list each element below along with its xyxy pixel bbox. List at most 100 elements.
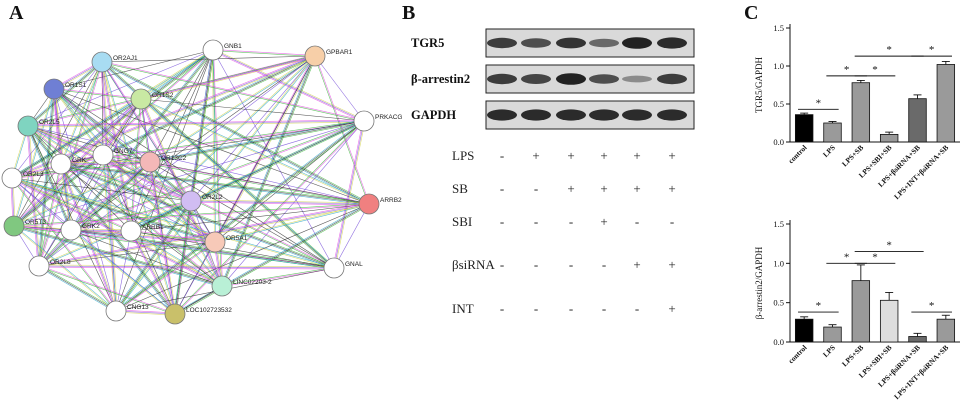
network-edge (173, 49, 213, 314)
network-edge (115, 119, 364, 311)
network-node-circle (50, 153, 72, 175)
blot-band (622, 37, 652, 49)
network-edge (53, 89, 141, 100)
y-axis-title: β-arrestin2/GAPDH (754, 246, 764, 319)
network-edge (13, 225, 223, 287)
network-node-circle (92, 144, 114, 166)
condition-sign: - (534, 301, 538, 316)
significance-star: * (816, 300, 822, 312)
network-edge (12, 99, 142, 180)
network-edge (53, 88, 151, 163)
network-edge (11, 178, 334, 269)
blot-band (521, 74, 551, 84)
network-edge (60, 163, 117, 312)
network-node-circle (211, 275, 233, 297)
network-edge (11, 178, 131, 232)
significance-star: * (929, 44, 935, 56)
network-edge (102, 155, 215, 244)
network-node-circle (304, 45, 326, 67)
network-edge (102, 61, 365, 121)
network-edge (71, 201, 192, 231)
y-tick-label: 1.5 (773, 219, 784, 229)
network-edge (26, 126, 175, 315)
network-edge (54, 87, 192, 201)
network-edge (54, 88, 223, 286)
network-edge (11, 98, 142, 179)
network-edge (12, 177, 117, 311)
network-edge (26, 126, 71, 231)
condition-sign: + (600, 181, 607, 196)
y-tick-label: 1.0 (773, 61, 784, 71)
blot-band (589, 74, 619, 84)
network-edge (27, 125, 370, 205)
network-edge (38, 266, 175, 315)
network-edge (115, 203, 370, 312)
network-edge (38, 265, 335, 269)
network-edge (13, 226, 222, 288)
network-edge (141, 56, 316, 101)
condition-sign: - (534, 214, 538, 229)
condition-sign: - (569, 214, 573, 229)
network-edge (174, 241, 216, 315)
network-edge (150, 161, 223, 286)
network-edge (39, 89, 56, 267)
network-node: LINC02203-2 (211, 275, 272, 297)
condition-label: SB (452, 181, 468, 196)
network-edge (37, 88, 54, 266)
network-edge (70, 200, 191, 230)
network-edge (12, 162, 151, 179)
blot-band (622, 109, 652, 121)
network-edge (70, 229, 335, 269)
network-edge (130, 98, 141, 231)
bar (908, 336, 927, 343)
network-edge (149, 120, 365, 163)
network-edge (27, 49, 214, 127)
bar (936, 318, 956, 343)
condition-sign: - (569, 301, 573, 316)
blot-band (622, 75, 652, 83)
network-edge (27, 125, 117, 312)
network-node-label: LINC02203-2 (233, 279, 272, 286)
network-node: LOC102723532 (164, 303, 232, 325)
network-node-label: OR1S1 (65, 82, 87, 89)
condition-sign: + (633, 148, 640, 163)
network-edge (61, 162, 370, 204)
network-edge (12, 176, 216, 242)
network-edge (115, 241, 215, 311)
condition-sign: - (670, 214, 674, 229)
network-edge (220, 55, 315, 286)
condition-sign: + (532, 148, 539, 163)
significance-star: * (929, 300, 935, 312)
blot-band (521, 38, 551, 48)
network-edge (140, 99, 334, 269)
bar (823, 326, 842, 343)
network-edge (190, 200, 370, 205)
network-edge (130, 203, 370, 232)
network-edge (39, 204, 370, 268)
network-node: OR2L3 (1, 167, 44, 189)
network-node: GRK (50, 153, 87, 175)
condition-sign: - (500, 181, 504, 196)
y-tick-label: 0.0 (773, 337, 784, 347)
network-edge (130, 161, 151, 232)
network-edge (212, 49, 365, 122)
network-edge (131, 230, 223, 286)
network-edge (102, 60, 370, 204)
network-edge (140, 99, 369, 205)
network-node-circle (3, 215, 25, 237)
network-edge (141, 98, 224, 286)
network-edge (332, 120, 364, 268)
network-edge (12, 177, 132, 231)
condition-sign: + (668, 257, 675, 272)
network-edge (116, 201, 193, 312)
significance-star: * (872, 64, 878, 76)
network-node: OR2L2 (180, 190, 223, 212)
blot-band (487, 109, 517, 121)
network-node: OR2L5 (17, 115, 60, 137)
network-node: CNG13 (105, 300, 149, 322)
network-edge (13, 226, 116, 312)
x-category-label: control (786, 343, 808, 365)
x-category-label: LPS (821, 343, 837, 359)
